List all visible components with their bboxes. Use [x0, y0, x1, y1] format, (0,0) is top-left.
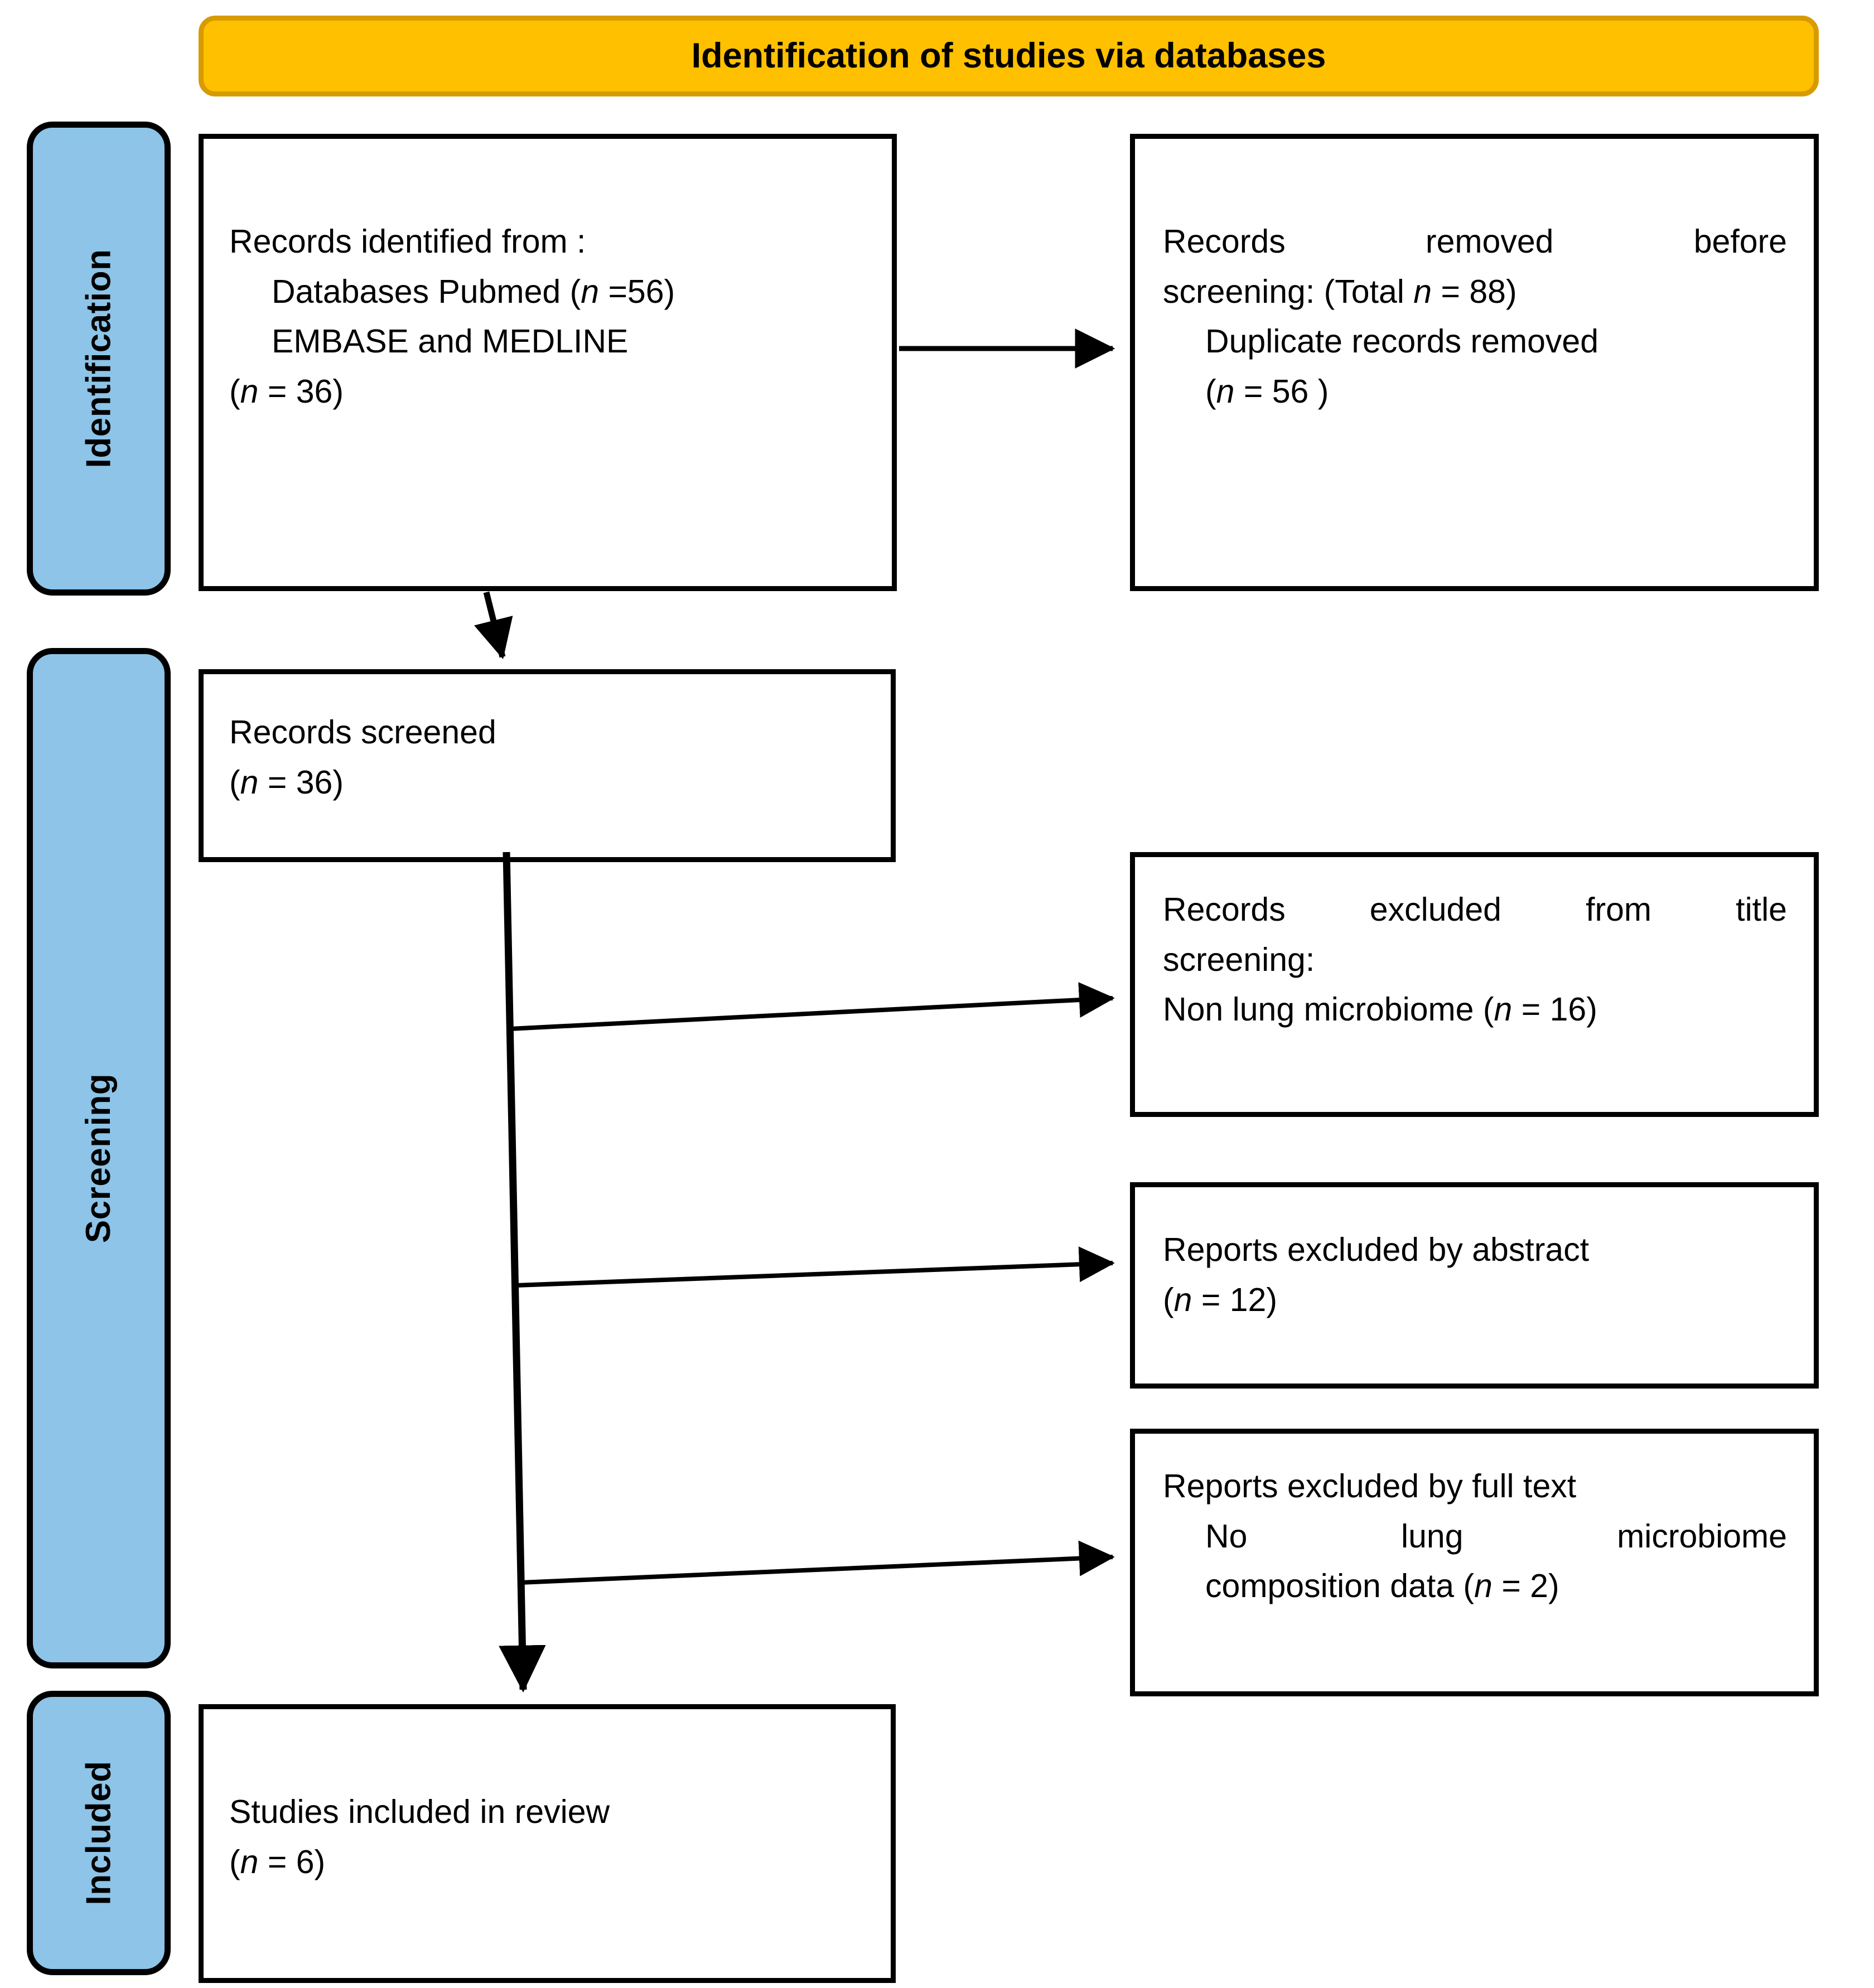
text-line: (n = 12) — [1163, 1281, 1277, 1318]
text-line: EMBASE and MEDLINE — [272, 323, 629, 360]
arrow-screened-to-excluded-fulltext — [520, 1540, 1115, 1585]
stage-pill-included: Included — [27, 1691, 171, 1975]
identification-banner: Identification of studies via databases — [199, 16, 1819, 96]
banner-title: Identification of studies via databases — [691, 36, 1326, 75]
box-excluded-fulltext: Reports excluded by full text No lung mi… — [1130, 1429, 1819, 1696]
box-records-screened-text: Records screened (n = 36) — [229, 708, 868, 807]
text-line: Records excluded from title — [1163, 891, 1787, 928]
stage-label-screening: Screening — [79, 1073, 118, 1244]
stage-label-identification: Identification — [79, 249, 118, 468]
box-excluded-title-screening: Records excluded from title screening: N… — [1130, 852, 1819, 1117]
text-line: Studies included in review — [229, 1793, 610, 1830]
text-line: No lung microbiome — [1205, 1517, 1787, 1555]
box-studies-included: Studies included in review (n = 6) — [199, 1704, 896, 1983]
box-excluded-title-screening-text: Records excluded from title screening: N… — [1163, 885, 1787, 1035]
text-line: composition data (n = 2) — [1205, 1568, 1559, 1605]
text-line: Reports excluded by full text — [1163, 1468, 1577, 1505]
text-line: Records removed before — [1163, 223, 1787, 260]
arrow-identified-to-screened — [474, 591, 513, 660]
box-excluded-abstract-text: Reports excluded by abstract (n = 12) — [1163, 1225, 1791, 1325]
text-line: (n = 36) — [229, 373, 344, 410]
box-excluded-fulltext-text: Reports excluded by full text No lung mi… — [1163, 1462, 1787, 1612]
text-line: Duplicate records removed — [1205, 323, 1599, 360]
text-line: Records screened — [229, 714, 496, 751]
box-studies-included-text: Studies included in review (n = 6) — [229, 1787, 868, 1887]
box-records-removed-text: Records removed before screening: (Total… — [1163, 217, 1787, 417]
text-line: screening: — [1163, 941, 1315, 978]
text-line: Records identified from : — [229, 223, 586, 260]
stage-pill-identification: Identification — [27, 122, 171, 596]
text-line: screening: (Total n = 88) — [1163, 273, 1517, 310]
text-line: Reports excluded by abstract — [1163, 1231, 1590, 1268]
text-line: (n = 6) — [229, 1843, 326, 1880]
stage-label-included: Included — [79, 1760, 118, 1905]
box-records-identified: Records identified from : Databases Pubm… — [199, 134, 897, 591]
text-line: (n = 36) — [229, 763, 344, 801]
arrow-screened-to-excluded-title — [510, 982, 1115, 1031]
box-records-identified-text: Records identified from : Databases Pubm… — [229, 217, 870, 417]
stage-pill-screening: Screening — [27, 648, 171, 1668]
text-line: Non lung microbiome (n = 16) — [1163, 991, 1597, 1028]
box-records-screened: Records screened (n = 36) — [199, 669, 896, 862]
box-records-removed: Records removed before screening: (Total… — [1130, 134, 1819, 591]
arrow-screened-to-included — [499, 852, 546, 1693]
text-line: Databases Pubmed (n =56) — [272, 273, 675, 310]
arrow-screened-to-excluded-abstract — [515, 1246, 1115, 1288]
box-excluded-abstract: Reports excluded by abstract (n = 12) — [1130, 1182, 1819, 1389]
text-line: (n = 56 ) — [1205, 373, 1329, 410]
